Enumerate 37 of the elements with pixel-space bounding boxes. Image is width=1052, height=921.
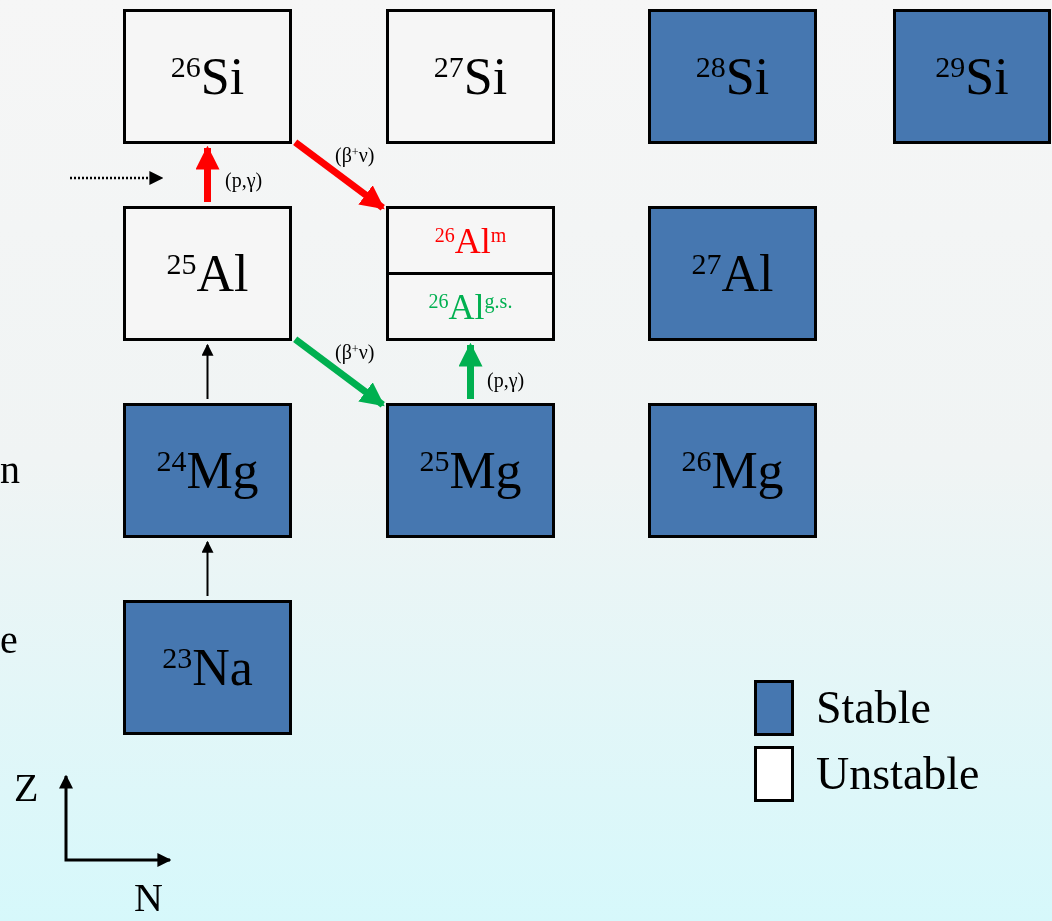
unstable-nuclide-box: [386, 9, 555, 144]
arrow: [201, 343, 214, 400]
unstable-nuclide-box: [123, 9, 292, 144]
edge-label: (β$^{+}$ν): [335, 342, 375, 362]
unstable-nuclide-box: [123, 206, 292, 341]
edge-label: (p,γ): [487, 370, 525, 390]
legend-label: Unstable: [816, 751, 980, 797]
axis-label: N: [134, 878, 163, 918]
nuclide-label: $^{28}$Si: [695, 50, 770, 103]
legend-label: Stable: [816, 685, 931, 731]
nuclide-label: $^{27}$Si: [433, 50, 508, 103]
stable-nuclide-box: [893, 9, 1051, 144]
nuclide-label: $^{29}$Si: [935, 50, 1009, 103]
nuclide-label: $^{26}$Al$^{m}$: [434, 222, 507, 259]
edge-label: (β$^{+}$ν): [335, 145, 375, 165]
stable-nuclide-box: [123, 600, 292, 735]
nuclide-label: $^{27}$Al: [691, 247, 774, 300]
nuclide-label: $^{25}$Mg: [419, 444, 522, 497]
nuclide-label: $^{23}$Na: [162, 641, 253, 694]
stable-nuclide-box: [648, 9, 817, 144]
nuclide-label: $^{26}$Al$^{g.s.}$: [428, 288, 513, 325]
unstable-nuclide-box: [386, 206, 555, 341]
nuclide-label: $^{26}$Mg: [681, 444, 784, 497]
stable-nuclide-box: [123, 403, 292, 538]
stable-nuclide-box: [648, 206, 817, 341]
edge-label: (p,γ): [225, 170, 263, 190]
arrow: [293, 139, 385, 211]
nuclide-label: $^{26}$Si: [170, 50, 245, 103]
stable-nuclide-box: [386, 403, 555, 538]
nuclide-label: $^{24}$Mg: [156, 444, 259, 497]
text-fragment: n: [0, 450, 20, 490]
arrow: [201, 540, 214, 597]
stable-nuclide-box: [648, 403, 817, 538]
arrow: [293, 336, 385, 408]
text-fragment: e: [0, 620, 18, 660]
axis-label: Z: [14, 768, 39, 808]
nuclide-label: $^{25}$Al: [166, 247, 249, 300]
